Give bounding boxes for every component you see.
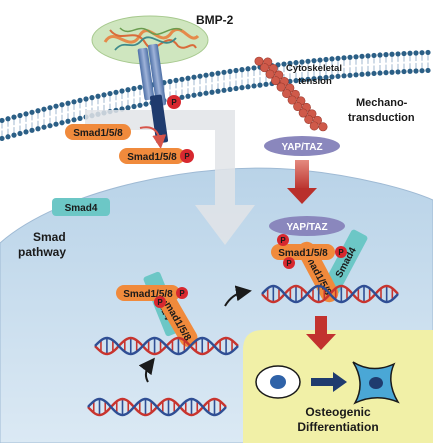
svg-text:Smad1/5/8: Smad1/5/8	[278, 248, 328, 259]
dna-helix-middle	[94, 336, 239, 356]
svg-text:YAP/TAZ: YAP/TAZ	[281, 142, 322, 153]
differentiation-label: Differentiation	[297, 420, 378, 434]
osteogenic-label: Osteogenic	[305, 405, 371, 419]
smad-pathway-label-line1: Smad	[33, 230, 66, 244]
smad158-phosphorylated: Smad1/5/8 P	[119, 148, 194, 164]
stem-cell	[255, 365, 301, 399]
smad-pathway-band	[85, 110, 255, 245]
curved-arrow-lower	[138, 357, 155, 383]
dna-helix-lower	[87, 397, 227, 417]
smad158-cytoplasm: Smad1/5/8	[65, 124, 131, 140]
svg-text:P: P	[184, 152, 190, 161]
phospho-right-b: P	[335, 246, 347, 258]
phospho-left-a: P	[176, 287, 188, 299]
smad158-right: Smad1/5/8	[271, 244, 335, 260]
svg-text:P: P	[171, 98, 177, 107]
osteoblast-cell	[352, 361, 400, 405]
dna-helix-right	[261, 284, 399, 304]
cytoskeletal-label-line2: tension	[298, 76, 332, 87]
svg-text:P: P	[179, 289, 185, 298]
phospho-right-c: P	[283, 257, 295, 269]
mechanotransduction-label-line1: Mechano-	[356, 97, 408, 109]
svg-text:Smad4: Smad4	[65, 203, 98, 214]
cytoskeletal-label-line1: Cytoskeletal	[286, 63, 342, 74]
svg-text:YAP/TAZ: YAP/TAZ	[286, 222, 327, 233]
receptor-phospho: P	[167, 95, 181, 109]
smad-pathway-label-line2: pathway	[18, 245, 66, 259]
svg-text:Smad1/5/8: Smad1/5/8	[123, 289, 173, 300]
differentiation-arrow	[306, 316, 336, 350]
curved-arrow-upper	[224, 285, 252, 307]
yaptaz-translocation-arrow	[287, 160, 317, 204]
phospho-right-a: P	[277, 234, 289, 246]
smad4-cytoplasm: Smad4	[52, 198, 110, 216]
svg-text:Smad1/5/8: Smad1/5/8	[127, 152, 177, 163]
smad158-left: Smad1/5/8	[116, 285, 180, 301]
phosphorylation-arrow	[139, 126, 167, 149]
cytoskeletal-filament	[254, 56, 328, 132]
mechanotransduction-label-line2: transduction	[348, 112, 415, 124]
yaptaz-cytoplasm: YAP/TAZ	[264, 136, 340, 156]
bmp-receptor	[137, 43, 169, 144]
bmp2-label: BMP-2	[196, 13, 234, 27]
svg-text:P: P	[338, 248, 344, 257]
phospho-left-b: P	[154, 296, 166, 308]
svg-text:P: P	[286, 259, 292, 268]
svg-text:P: P	[280, 236, 286, 245]
differentiation-progress-arrow	[311, 372, 347, 392]
yaptaz-nuclear: YAP/TAZ	[269, 216, 345, 236]
svg-text:Smad1/5/8: Smad1/5/8	[73, 128, 123, 139]
svg-text:P: P	[157, 298, 163, 307]
bmp2-protein	[91, 15, 209, 65]
